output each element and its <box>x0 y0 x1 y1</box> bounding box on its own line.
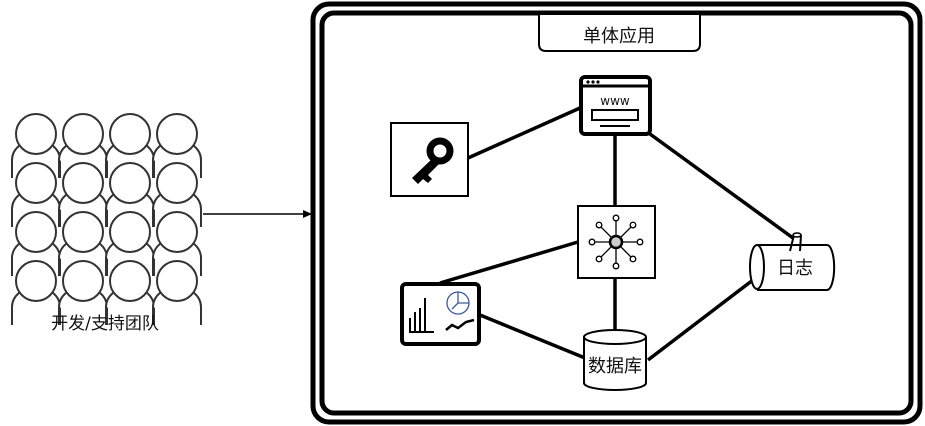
team-people-icon <box>11 113 202 325</box>
person-icon <box>58 260 108 325</box>
person-icon <box>58 113 108 178</box>
hub-node <box>629 221 637 229</box>
hub-node <box>595 255 603 263</box>
browser-www-label: www <box>600 94 630 108</box>
browser-icon: www <box>579 75 652 136</box>
person-icon <box>152 260 202 325</box>
hub-node <box>595 221 603 229</box>
key-icon <box>390 122 469 197</box>
app-frame-outer <box>310 1 923 425</box>
app-title-tab <box>538 15 701 52</box>
app-title: 单体应用 <box>583 26 655 47</box>
hub-node <box>612 214 620 222</box>
database-label: 数据库 <box>588 356 642 377</box>
dashboard-icon <box>400 282 481 346</box>
hub-node <box>629 255 637 263</box>
hub-node <box>588 238 596 246</box>
log-pipe-icon: 日志 <box>749 232 836 291</box>
app-frame-inner <box>319 10 914 416</box>
hub-node <box>636 238 644 246</box>
team-label: 开发/支持团队 <box>51 314 159 334</box>
database-icon: 数据库 <box>583 329 647 391</box>
team-to-app-arrow <box>203 210 312 218</box>
log-label: 日志 <box>777 258 813 279</box>
hub-node <box>612 262 620 270</box>
hub-center <box>608 234 624 250</box>
person-icon <box>11 260 61 325</box>
network-hub-icon <box>577 205 656 279</box>
connections <box>439 106 795 362</box>
